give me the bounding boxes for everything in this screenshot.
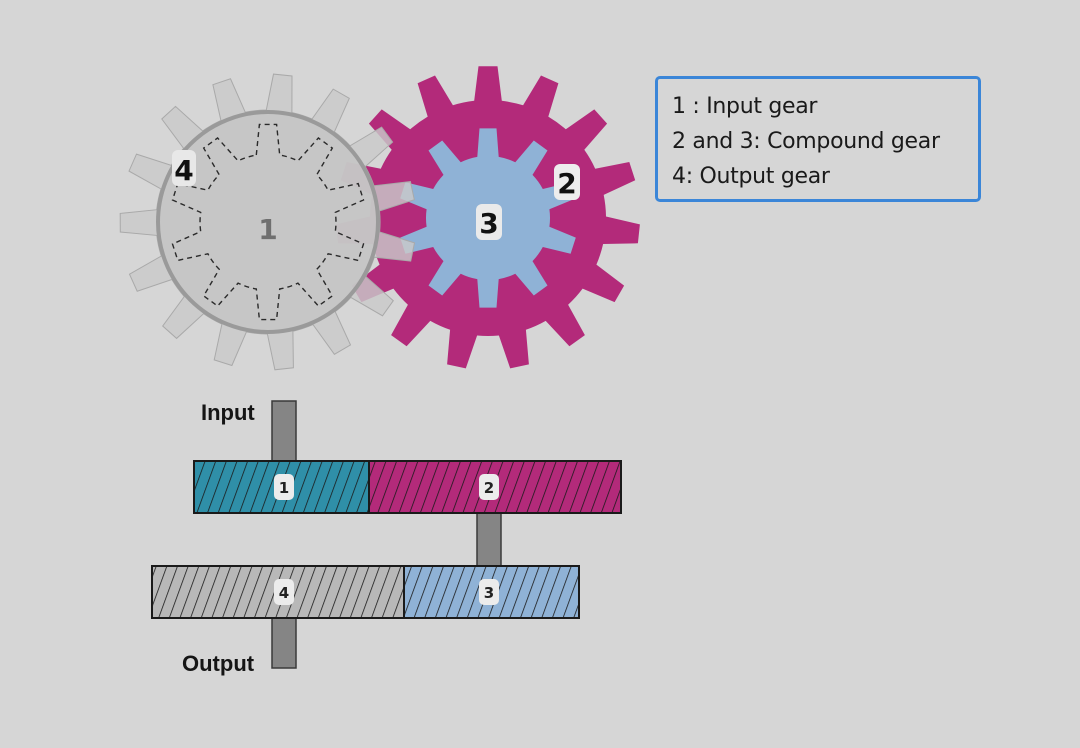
input-label: Input	[201, 400, 255, 425]
output-gear-4-body	[156, 110, 380, 334]
legend-item-input-gear: 1 : Input gear	[672, 94, 818, 119]
input-shaft	[271, 400, 297, 463]
output-shaft	[271, 617, 297, 669]
schematic-gear-1	[193, 460, 370, 514]
schematic-gear-4	[151, 565, 405, 619]
gear-3-label: 3	[479, 207, 498, 240]
bar-2-badge	[479, 474, 499, 500]
gear-2-label-bg	[554, 164, 580, 200]
legend-box: 1 : Input gear 2 and 3: Compound gear 4:…	[655, 76, 981, 202]
output-label: Output	[182, 651, 255, 676]
bar-1-badge	[274, 474, 294, 500]
gear-4-label-bg	[172, 150, 196, 186]
bar-4-badge	[274, 579, 294, 605]
bar-3-label: 3	[484, 584, 494, 602]
gear-3-label-bg	[476, 204, 502, 240]
bar-2-label: 2	[484, 479, 494, 497]
bar-3-badge	[479, 579, 499, 605]
bar-4-label: 4	[279, 584, 289, 602]
compound-shaft	[476, 512, 502, 567]
legend-item-compound-gear: 2 and 3: Compound gear	[672, 129, 940, 154]
input-gear-1-hidden-outline	[171, 123, 365, 321]
gear-2-label: 2	[557, 167, 576, 200]
gear-1-label: 1	[258, 213, 277, 246]
legend-item-output-gear: 4: Output gear	[672, 164, 830, 189]
bar-1-label: 1	[279, 479, 289, 497]
gear-4-label: 4	[174, 154, 193, 187]
